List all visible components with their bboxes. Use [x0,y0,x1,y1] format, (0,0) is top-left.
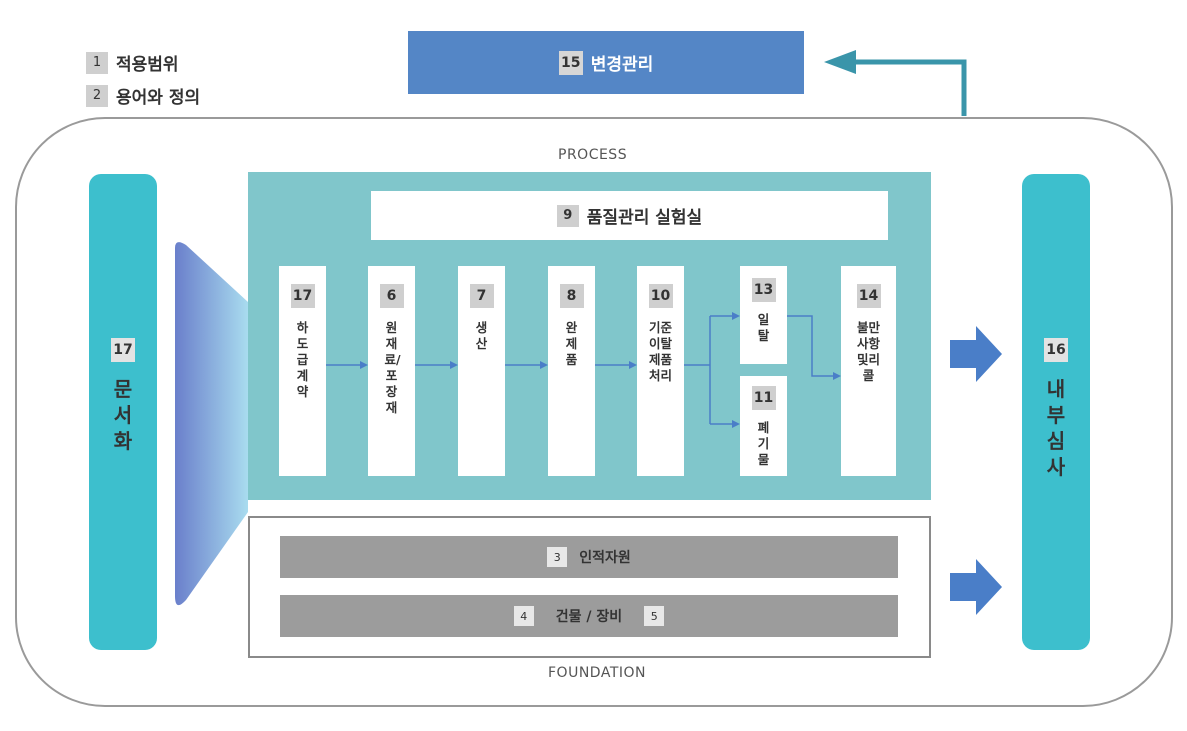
step-label: 기준이탈제품처리 [648,320,672,383]
step-label: 완제품 [565,320,578,367]
quality-lab-label: 품질관리 실험실 [586,208,703,228]
step-nonconforming: 10 기준이탈제품처리 [637,266,684,476]
flow-arrowhead-5 [732,312,740,320]
step-label: 불만사항및리콜 [856,320,880,383]
facility-number-left: 4 [513,606,534,626]
flow-merge [787,315,835,377]
legend-number: 1 [86,51,108,74]
internal-audit-number: 16 [1044,338,1068,362]
legend-label: 용어와 정의 [116,88,201,108]
facility-number-right: 5 [644,606,665,626]
step-label: 폐기물 [757,420,770,467]
change-management-box: 15 변경관리 [408,31,804,94]
legend-number: 2 [86,84,108,107]
documentation-label: 문서화 [113,377,133,453]
feedback-arrow-line [850,59,967,116]
step-subcontract: 17 하도급계약 [279,266,326,476]
foundation-caption: FOUNDATION [548,665,646,681]
step-number: 17 [290,284,315,308]
feedback-arrow-head [824,50,856,74]
funnel-shape [175,242,248,606]
step-complaints-recall: 14 불만사항및리콜 [841,266,896,476]
step-label: 원재료/포장재 [384,320,401,415]
step-number: 7 [469,284,494,308]
step-waste: 11 폐기물 [740,376,787,476]
foundation-frame [248,516,931,658]
flow-arrowhead-1 [360,361,368,369]
step-number: 6 [379,284,404,308]
step-number: 8 [559,284,584,308]
step-number: 10 [648,284,673,308]
flow-arrowhead-7 [833,372,841,380]
step-number: 11 [751,386,776,410]
step-deviation: 13 일탈 [740,266,787,364]
step-label: 하도급계약 [296,320,309,399]
step-finished-goods: 8 완제품 [548,266,595,476]
documentation-pillar: 17 문서화 [89,174,157,650]
flow-arrowhead-6 [732,420,740,428]
process-to-audit-arrow [950,326,1002,382]
flow-arrowhead-2 [450,361,458,369]
process-caption: PROCESS [558,147,628,163]
step-raw-materials: 6 원재료/포장재 [368,266,415,476]
facility-equipment-label: 건물 / 장비 [555,609,623,625]
step-production: 7 생산 [458,266,505,476]
change-management-label: 변경관리 [590,55,654,75]
flow-arrowhead-4 [629,361,637,369]
human-resources-bar: 3 인적자원 [280,536,898,578]
outer-frame [15,117,1173,707]
quality-lab-number: 9 [556,204,579,227]
internal-audit-label: 내부심사 [1046,377,1066,479]
change-management-number: 15 [558,50,583,75]
facility-equipment-bar: 4 건물 / 장비 5 [280,595,898,637]
foundation-to-audit-arrow [950,559,1002,615]
flow-arrowhead-3 [540,361,548,369]
legend-item-scope: 1 적용범위 [86,50,179,75]
documentation-number: 17 [111,338,135,362]
legend-label: 적용범위 [116,55,179,75]
step-label: 생산 [475,320,488,351]
step-label: 일탈 [757,312,770,343]
human-resources-label: 인적자원 [579,550,631,566]
human-resources-number: 3 [547,547,568,567]
quality-lab-box: 9 품질관리 실험실 [371,191,888,240]
step-number: 13 [751,278,776,302]
flow-branch [684,315,734,425]
internal-audit-pillar: 16 내부심사 [1022,174,1090,650]
legend-item-terms: 2 용어와 정의 [86,83,200,108]
step-number: 14 [856,284,881,308]
